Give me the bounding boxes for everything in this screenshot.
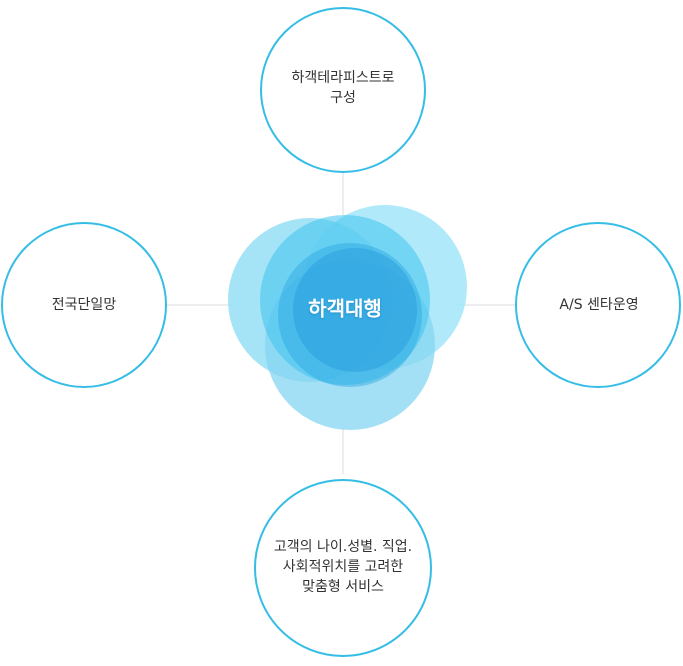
bubble-core (293, 248, 417, 372)
bubble-inner (278, 243, 422, 387)
node-top-circle (260, 7, 426, 173)
center-label: 하객대행 (308, 296, 382, 321)
node-bottom-label: 고객의 나이.성별. 직업. 사회적위치를 고려한 맞춤형 서비스 (273, 539, 413, 595)
center-bubble-cluster (228, 205, 467, 430)
node-bottom-circle (254, 479, 432, 657)
node-left-circle (1, 222, 167, 388)
bubble-mid (260, 215, 430, 385)
node-right-circle (515, 222, 681, 388)
node-top-label: 하객테라피스트로 구성 (291, 70, 395, 106)
node-left-label: 전국단일망 (51, 297, 117, 313)
node-right-label: A/S 센타운영 (559, 297, 639, 313)
